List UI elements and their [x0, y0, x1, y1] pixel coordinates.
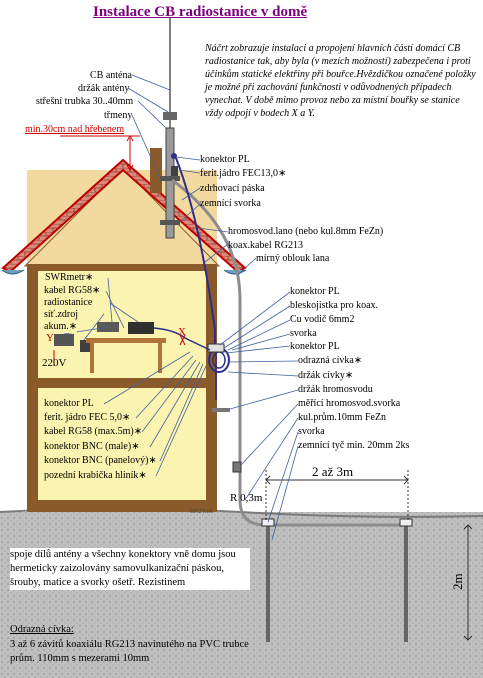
- intro-text: Náčrt zobrazuje instalaci a propojení hl…: [205, 43, 476, 119]
- mark-radius: R 0,3m: [230, 492, 263, 504]
- indoor-lower-label-4: konektor BNC (male)∗: [44, 441, 140, 453]
- top-right-label-6: koax.kabel RG213: [228, 240, 303, 251]
- right-label-3: Cu vodič 6mm2: [290, 314, 355, 325]
- indoor-lower-label-1: konektor PL: [44, 398, 94, 410]
- lightning-rope: [171, 178, 410, 527]
- right-label-9: měřící hromosvod.svorka: [298, 398, 401, 409]
- antenna-holder: [163, 112, 177, 120]
- clamp-2: [160, 220, 180, 225]
- right-label-5: konektor PL: [290, 341, 340, 352]
- right-label-12: zemnící tyč min. 20mm 2ks: [298, 440, 410, 451]
- label-roof-tube: střešní trubka 30..40mm: [36, 96, 134, 107]
- indoor-upper-label-3: radiostanice: [44, 297, 93, 309]
- coil-title: Odrazná cívka:: [10, 624, 74, 635]
- mark-depth: 2m: [450, 573, 465, 590]
- indoor-upper-label-2: kabel RG58∗: [44, 285, 101, 297]
- diagram-title: Instalace CB radiostanice v domě: [93, 4, 308, 20]
- battery: [54, 334, 74, 346]
- right-label-4: svorka: [290, 328, 317, 339]
- pl-connector-top: [171, 153, 177, 159]
- coax-cable: [175, 157, 216, 350]
- note-text: spoje dílů antény a všechny konektory vn…: [10, 548, 250, 590]
- label-antenna-holder: držák antény: [78, 83, 130, 94]
- indoor-upper-label-5: akum.∗: [44, 321, 78, 333]
- mark-signature: BK2TAR: [190, 509, 213, 515]
- leader-lines: [63, 74, 299, 541]
- indoor-lower-label-3: kabel RG58 (max.5m)∗: [44, 426, 143, 438]
- measuring-clamp: [232, 461, 242, 473]
- right-label-2: bleskojistka pro koax.: [290, 300, 379, 311]
- mark-voltage: 220V: [42, 357, 67, 369]
- top-right-label-1: konektor PL: [200, 154, 250, 165]
- foundation: [27, 500, 217, 512]
- table: [86, 338, 166, 343]
- right-label-7: držák cívky∗: [298, 370, 354, 381]
- right-label-10: kul.prům.10mm FeZn: [298, 412, 387, 423]
- top-right-label-2: ferit.jádro FEC13,0∗: [200, 168, 287, 179]
- indoor-upper-label-4: síť.zdroj: [44, 309, 78, 321]
- rod-holder-1: [212, 408, 230, 412]
- indoor-coax: [153, 327, 211, 351]
- clamp-1: [160, 176, 180, 181]
- gutter-right: [223, 269, 247, 275]
- right-label-1: konektor PL: [290, 286, 340, 297]
- radio-station: [128, 322, 154, 334]
- ferrite-top: [171, 166, 178, 176]
- right-label-8: držák hromosvodu: [298, 384, 373, 395]
- label-guys: třmeny: [104, 110, 133, 121]
- label-antenna: CB anténa: [90, 70, 132, 81]
- right-label-6: odrazná cívka∗: [298, 355, 363, 366]
- power-supply: [80, 340, 90, 352]
- indoor-lower-label-5: konektor BNC (panelový)∗: [44, 455, 157, 467]
- chimney: [150, 148, 162, 193]
- ground: [0, 512, 483, 678]
- top-right-label-3: zdrhovací páska: [200, 183, 265, 194]
- indoor-upper-label-1: SWRmetr∗: [45, 272, 94, 284]
- ground-rod-1: [266, 522, 270, 642]
- coil-text: 3 až 6 závitů koaxiálu RG213 navinutého …: [10, 639, 249, 664]
- mark-y: Y: [46, 332, 54, 344]
- top-right-label-5: hromosvod.lano (nebo kul.8mm FeZn): [228, 226, 384, 237]
- gutter-left: [1, 269, 25, 275]
- right-label-11: svorka: [298, 426, 325, 437]
- ground-rod-2: [404, 522, 408, 642]
- indoor-lower-label-2: ferit. jádro FEC 5,0∗: [44, 412, 131, 424]
- mark-x: X: [178, 326, 186, 338]
- mark-distance: 2 až 3m: [312, 464, 354, 479]
- top-right-label-7: mírný oblouk lana: [256, 253, 330, 264]
- label-min-height: min.30cm nad hřebenem: [25, 124, 125, 135]
- top-right-label-4: zemnící svorka: [200, 198, 261, 209]
- floor-slab: [27, 378, 217, 388]
- surge-arrester: [207, 343, 225, 353]
- indoor-lower-label-6: pozední krabička hliník∗: [44, 470, 147, 482]
- ceiling-beam: [27, 264, 217, 271]
